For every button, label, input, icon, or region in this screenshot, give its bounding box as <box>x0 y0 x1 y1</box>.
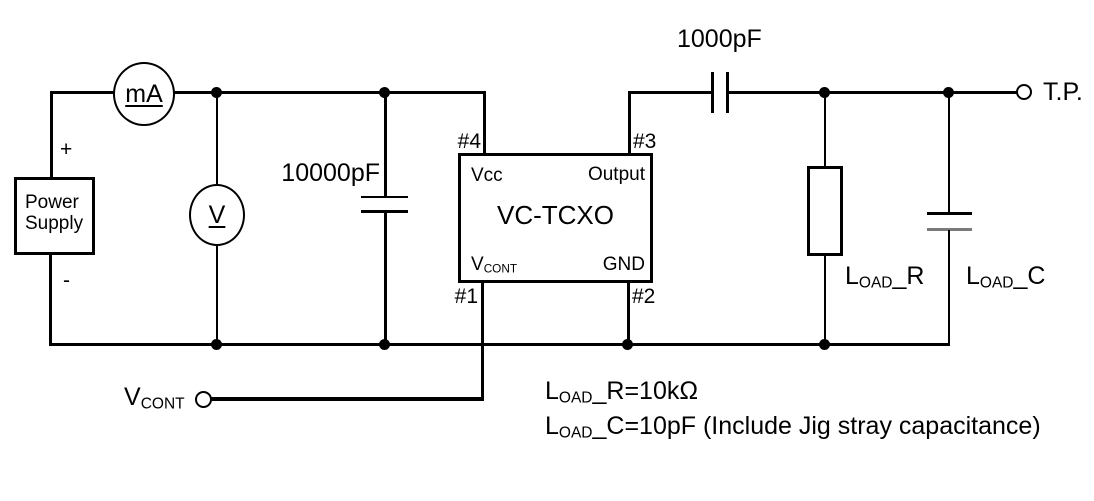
test-point-label: T.P. <box>1043 78 1083 106</box>
pin3-riser-wire <box>628 92 631 154</box>
pin4-drop-wire <box>483 92 486 154</box>
vcont-terminal-label: VCONT <box>124 383 185 413</box>
minus-polarity-label: - <box>63 269 70 292</box>
voltmeter-label: V <box>208 200 226 229</box>
tcxo-pin-gnd-label: GND <box>602 254 645 275</box>
junction-dot <box>622 339 633 350</box>
plus-polarity-label: + <box>60 138 73 161</box>
voltmeter-bottom-wire <box>216 246 218 345</box>
vc-tcxo-box: Vcc Output VC-TCXO VCONT GND <box>458 153 653 283</box>
load-cap-plate-bottom <box>927 228 972 231</box>
top-rail-right <box>728 91 1017 94</box>
annotation-load-c-value: LOAD_C=10pF (Include Jig stray capacitan… <box>545 412 1041 442</box>
ammeter: mA <box>113 62 175 126</box>
decoupling-capacitor-value: 10000pF <box>281 159 380 187</box>
junction-dot <box>211 87 222 98</box>
power-supply-label: Power Supply <box>25 192 84 234</box>
junction-dot <box>379 339 390 350</box>
coupling-cap-plate-right <box>726 72 729 113</box>
vcont-input-wire <box>211 397 484 401</box>
load-cap-bottom-stem <box>948 230 950 345</box>
load-resistor-body <box>807 166 843 256</box>
pin-number-4: #4 <box>457 130 481 153</box>
power-supply-bottom-wire <box>49 255 52 345</box>
ammeter-label: mA <box>125 79 163 108</box>
voltmeter-stem-wire <box>216 93 218 184</box>
top-rail-left <box>174 91 486 94</box>
power-supply-top-wire-vertical <box>50 92 53 178</box>
junction-dot <box>943 87 954 98</box>
voltmeter: V <box>189 184 245 246</box>
load-cap-top-stem <box>948 93 950 213</box>
coupling-cap-plate-left <box>711 72 714 113</box>
junction-dot <box>211 339 222 350</box>
pin-number-2: #2 <box>632 285 656 308</box>
vcont-terminal <box>195 391 212 408</box>
junction-dot <box>819 339 830 350</box>
power-supply-box: Power Supply <box>14 177 95 255</box>
load-cap-plate-top <box>927 212 972 215</box>
decoupling-cap-bottom-wire <box>384 213 387 345</box>
decoupling-cap-plate-bottom <box>361 210 408 213</box>
coupling-capacitor-value: 1000pF <box>677 25 762 53</box>
load-capacitor-label: LOAD_C <box>966 262 1046 292</box>
junction-dot <box>379 87 390 98</box>
load-resistor-label: LOAD_R <box>845 262 925 292</box>
tcxo-pin-vcont-label: VCONT <box>471 254 518 276</box>
decoupling-cap-top-wire <box>384 93 387 196</box>
tcxo-name: VC-TCXO <box>497 200 614 230</box>
top-rail-middle <box>628 91 712 94</box>
pin2-drop-wire <box>627 283 630 344</box>
pin1-drop-wire <box>481 283 484 400</box>
decoupling-cap-plate-top <box>361 196 408 198</box>
pin-number-3: #3 <box>633 130 657 153</box>
test-point-terminal <box>1016 84 1032 100</box>
ground-rail <box>49 343 950 346</box>
annotation-load-r-value: LOAD_R=10kΩ <box>545 377 699 407</box>
tcxo-pin-output-label: Output <box>587 164 645 185</box>
load-resistor-top-stem <box>824 93 826 167</box>
pin-number-1: #1 <box>454 285 478 308</box>
load-resistor-bottom-stem <box>824 255 826 345</box>
tcxo-pin-vcc-label: Vcc <box>471 165 503 186</box>
junction-dot <box>819 87 830 98</box>
power-supply-top-wire-horizontal <box>50 91 116 94</box>
